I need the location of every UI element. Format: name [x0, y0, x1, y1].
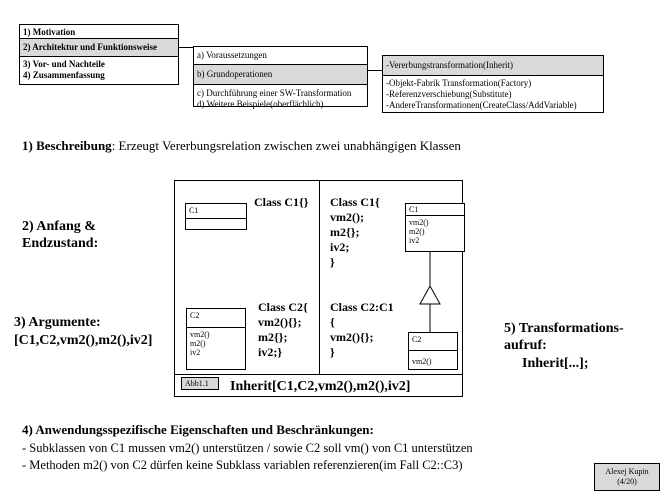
- uml-c2-before-member: iv2: [190, 348, 201, 357]
- connector-line-1: [179, 47, 194, 48]
- before-c2-code: Class C2{ vm2(){}; m2{}; iv2;}: [258, 300, 308, 360]
- uml-c1-after-name: C1: [406, 204, 464, 216]
- uml-c1-after-member: vm2(): [409, 218, 429, 227]
- detail-item-substitute[interactable]: -Referenzverschiebung(Substitute): [386, 89, 512, 99]
- diagram-divider: [319, 181, 320, 374]
- main-menu: 1) Motivation 2) Architektur und Funktio…: [19, 24, 179, 85]
- inherit-call: Inherit[C1,C2,vm2(),m2(),iv2]: [230, 379, 411, 394]
- after-c2-code: Class C2:C1 { vm2(){}; }: [330, 300, 394, 360]
- uml-c2-before: C2 vm2() m2() iv2: [186, 308, 246, 370]
- before-c2-code-line: Class C2{: [258, 300, 308, 314]
- author-name: Alexej Kupin: [605, 467, 649, 476]
- argumente-value: [C1,C2,vm2(),m2(),iv2]: [14, 333, 153, 348]
- inheritance-arrow-icon: [419, 252, 441, 332]
- menu-item-architektur[interactable]: 2) Architektur und Funktionsweise: [20, 38, 178, 57]
- uml-c1-after-member: iv2: [409, 236, 420, 245]
- after-c2-code-line: vm2(){};: [330, 330, 374, 344]
- after-c2-code-line: Class C2:C1: [330, 300, 394, 314]
- argumente-title: 3) Argumente:: [14, 315, 101, 330]
- uml-c1-after-member: m2(): [409, 227, 425, 236]
- uml-c2-before-name: C2: [187, 309, 245, 328]
- uml-c2-before-member: m2(): [190, 339, 206, 348]
- uml-c2-after-name: C2: [409, 333, 457, 351]
- detail-item-andere[interactable]: -AndereTransformationen(CreateClass/AddV…: [386, 100, 577, 110]
- after-c1-code-line: }: [330, 255, 335, 269]
- menu-item-zusammenfassung[interactable]: 4) Zusammenfassung: [23, 70, 105, 80]
- description: 1) Beschreibung: Erzeugt Vererbungsrelat…: [22, 138, 461, 154]
- diagram-footer-line: [175, 374, 462, 375]
- after-c1-code: Class C1{ vm2(); m2{}; iv2; }: [330, 195, 380, 270]
- submenu-item-grundoperationen[interactable]: b) Grundoperationen: [194, 64, 367, 85]
- uml-c2-after-member: vm2(): [412, 357, 432, 366]
- anfang-label: 2) Anfang & Endzustand:: [22, 219, 99, 251]
- author-badge: Alexej Kupin (4/20): [594, 463, 660, 491]
- after-c1-code-line: vm2();: [330, 210, 364, 224]
- connector-line-2: [368, 70, 382, 71]
- submenu-item-weitere-beispiele[interactable]: d) Weitere Beispiele(oberflächlich): [197, 99, 324, 109]
- before-c2-code-line: m2{};: [258, 330, 288, 344]
- uml-c2-after: C2 vm2(): [408, 332, 458, 370]
- uml-c1-after: C1 vm2() m2() iv2: [405, 203, 465, 252]
- detail-item-factory[interactable]: -Objekt-Fabrik Transformation(Factory): [386, 78, 532, 88]
- description-label: 1) Beschreibung: [22, 138, 112, 153]
- submenu-item-voraussetzungen[interactable]: a) Voraussetzungen: [197, 50, 267, 60]
- description-text: : Erzeugt Vererbungsrelation zwischen zw…: [111, 138, 461, 153]
- menu-item-motivation[interactable]: 1) Motivation: [23, 27, 76, 37]
- aufruf-value: Inherit[...];: [522, 356, 589, 371]
- before-c1-code: Class C1{}: [254, 195, 309, 209]
- uml-c2-before-member: vm2(): [190, 330, 210, 339]
- properties-line: - Methoden m2() von C2 dürfen keine Subk…: [22, 458, 463, 472]
- uml-c1-before: C1: [185, 203, 247, 230]
- after-c1-code-line: Class C1{: [330, 195, 380, 209]
- properties-title: 4) Anwendungsspezifische Eigenschaften u…: [22, 422, 374, 437]
- detail-title[interactable]: -Vererbungstransformation(Inherit): [383, 56, 603, 76]
- detail-menu: -Vererbungstransformation(Inherit) -Obje…: [382, 55, 604, 113]
- after-c1-code-line: m2{};: [330, 225, 360, 239]
- after-c1-code-line: iv2;: [330, 240, 350, 254]
- after-c2-code-line: {: [330, 315, 335, 329]
- sub-menu: a) Voraussetzungen b) Grundoperationen c…: [193, 46, 368, 109]
- before-c2-code-line: vm2(){};: [258, 315, 302, 329]
- properties-line: - Subklassen von C1 mussen vm2() unterst…: [22, 441, 473, 455]
- uml-c1-before-name: C1: [186, 204, 246, 219]
- menu-item-vor-nachteile[interactable]: 3) Vor- und Nachteile: [23, 59, 105, 69]
- after-c2-code-line: }: [330, 345, 335, 359]
- submenu-item-durchfuehrung[interactable]: c) Durchführung einer SW-Transformation: [197, 88, 352, 98]
- aufruf-title: 5) Transformations-aufruf:: [504, 321, 624, 353]
- figure-label: Abb1.1: [181, 377, 219, 390]
- page-number: (4/20): [617, 477, 637, 486]
- before-c2-code-line: iv2;}: [258, 345, 283, 359]
